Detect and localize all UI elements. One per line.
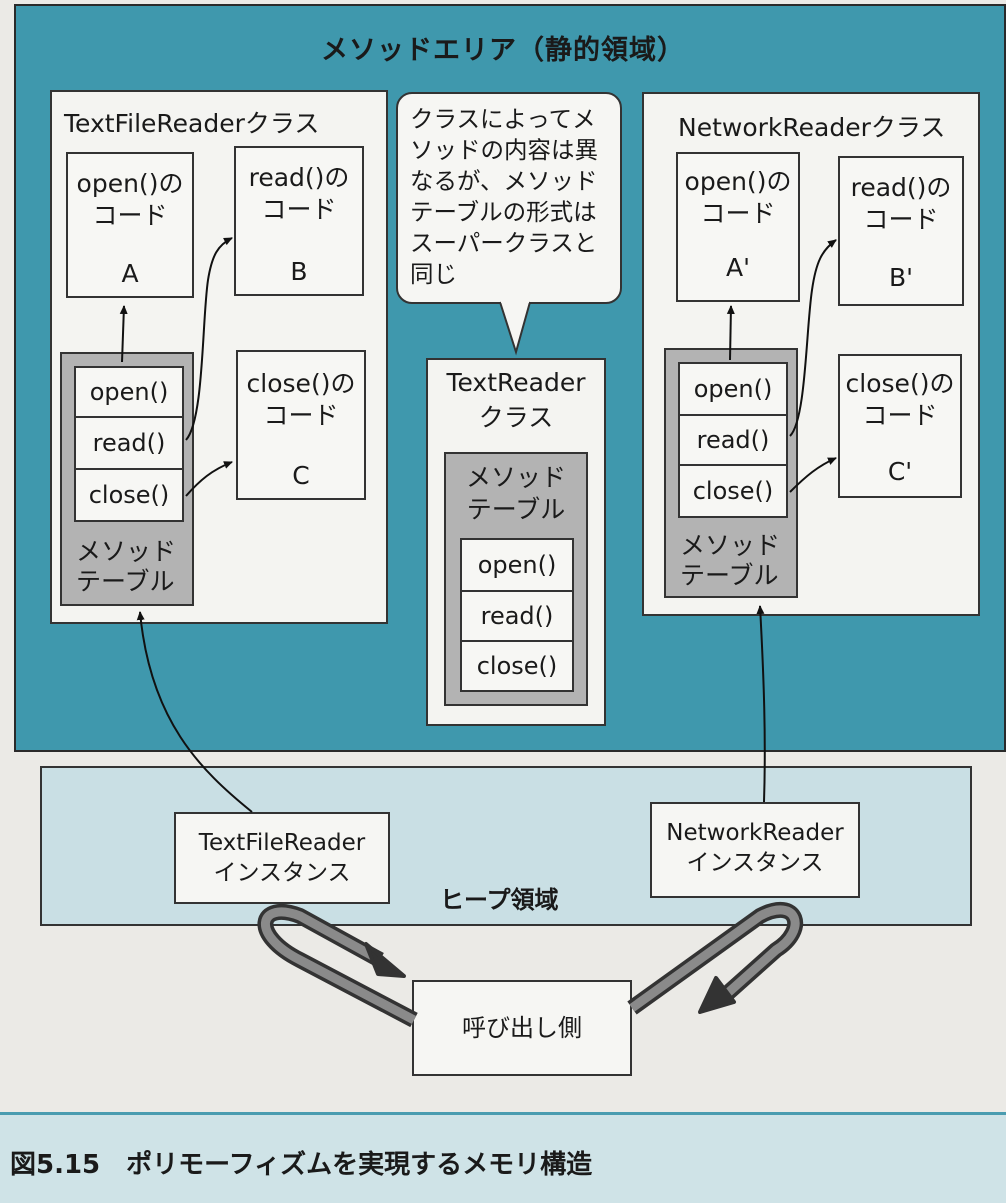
nr-row-open: open() xyxy=(678,362,788,416)
code-read-b-prime-line2: コード xyxy=(863,205,939,234)
code-open-a-line1: open()の xyxy=(76,169,184,198)
code-read-b-line1: read()の xyxy=(248,163,350,192)
tfr-row-open: open() xyxy=(74,366,184,418)
callout-bubble: クラスによってメ ソッドの内容は異 なるが、メソッド テーブルの形式は スーパー… xyxy=(396,92,622,304)
callout-tail xyxy=(499,301,531,356)
callout-line: ソッドの内容は異 xyxy=(410,136,598,164)
code-close-c-prime-label: C' xyxy=(887,457,913,486)
arrow-close-to-c-prime xyxy=(789,457,837,493)
callout-line: なるが、メソッド xyxy=(410,167,598,195)
nr-method-table-label-line1: メソッド xyxy=(680,531,781,560)
figure-caption-text: ポリモーフィズムを実現するメモリ構造 xyxy=(126,1150,593,1180)
arrow-nr-instance-to-table xyxy=(756,605,766,803)
method-area-title: メソッドエリア（静的領域） xyxy=(321,35,685,66)
code-read-b-line2: コード xyxy=(261,195,337,224)
code-close-c-prime-line1: close()の xyxy=(845,369,955,398)
tr-row-open: open() xyxy=(460,538,574,592)
code-open-a: open()の コード A xyxy=(66,152,194,298)
text-file-reader-class-title: TextFileReaderクラス xyxy=(64,109,320,138)
callout-line: クラスによってメ xyxy=(410,105,596,133)
nr-row-close: close() xyxy=(678,464,788,518)
arrow-read-to-b xyxy=(185,237,233,441)
tr-method-table-label-line1: メソッド xyxy=(465,463,566,492)
arrow-close-to-c xyxy=(185,461,233,497)
code-read-b-prime: read()の コード B' xyxy=(838,156,964,306)
code-open-a-prime-label: A' xyxy=(726,253,750,282)
code-open-a-prime-line1: open()の xyxy=(684,167,792,196)
code-close-c-prime: close()の コード C' xyxy=(838,354,962,498)
callout-line: スーパークラスと xyxy=(410,229,598,257)
text-reader-class-title-line2: クラス xyxy=(478,403,554,432)
caller-arrowhead-left xyxy=(364,942,406,978)
tfr-row-close: close() xyxy=(74,468,184,522)
code-close-c: close()の コード C xyxy=(236,350,366,500)
arrow-open-to-a-prime xyxy=(726,305,735,361)
code-open-a-label: A xyxy=(121,259,139,288)
arrow-tfr-instance-to-table xyxy=(136,611,253,813)
caller-box: 呼び出し側 xyxy=(412,980,632,1076)
figure-number: 図5.15 xyxy=(10,1150,101,1180)
code-read-b-label: B xyxy=(290,257,308,286)
nr-row-read: read() xyxy=(678,414,788,466)
code-read-b: read()の コード B xyxy=(234,146,364,296)
network-reader-class-title: NetworkReaderクラス xyxy=(678,113,946,142)
figure-caption: 図5.15 ポリモーフィズムを実現するメモリ構造 xyxy=(10,1144,592,1181)
code-open-a-prime-line2: コード xyxy=(700,199,776,228)
tfr-method-table-label-line2: テーブル xyxy=(76,567,175,596)
nr-method-table-label-line2: テーブル xyxy=(680,561,779,590)
tfr-method-table-label-line1: メソッド xyxy=(76,537,177,566)
caller-arrowhead-right xyxy=(698,976,736,1014)
arrow-read-to-b-prime xyxy=(789,239,837,437)
text-file-reader-instance-line1: TextFileReader xyxy=(198,830,366,856)
code-close-c-line1: close()の xyxy=(246,369,356,398)
code-close-c-line2: コード xyxy=(263,401,339,430)
code-read-b-prime-label: B' xyxy=(888,263,914,292)
tr-row-close: close() xyxy=(460,640,574,692)
callout-line: 同じ xyxy=(410,260,457,288)
heap-area-title: ヒープ領域 xyxy=(440,886,559,914)
code-read-b-prime-line1: read()の xyxy=(850,173,952,202)
text-reader-class-title-line1: TextReader xyxy=(446,368,586,397)
caller-call-arrows xyxy=(257,902,803,1028)
text-file-reader-instance: TextFileReader インスタンス xyxy=(174,812,390,904)
text-file-reader-instance-line2: インスタンス xyxy=(213,860,351,886)
network-reader-instance-line1: NetworkReader xyxy=(666,820,844,846)
caption-band xyxy=(0,1112,1006,1203)
network-reader-instance: NetworkReader インスタンス xyxy=(650,802,860,898)
code-open-a-prime: open()の コード A' xyxy=(676,152,800,302)
arrow-open-to-a xyxy=(119,305,128,363)
code-open-a-line2: コード xyxy=(92,201,168,230)
tr-method-table-label-line2: テーブル xyxy=(466,495,566,524)
code-close-c-label: C xyxy=(292,461,310,490)
tfr-row-read: read() xyxy=(74,416,184,470)
network-reader-instance-line2: インスタンス xyxy=(686,850,824,876)
callout-line: テーブルの形式は xyxy=(410,198,597,226)
code-close-c-prime-line2: コード xyxy=(862,401,938,430)
